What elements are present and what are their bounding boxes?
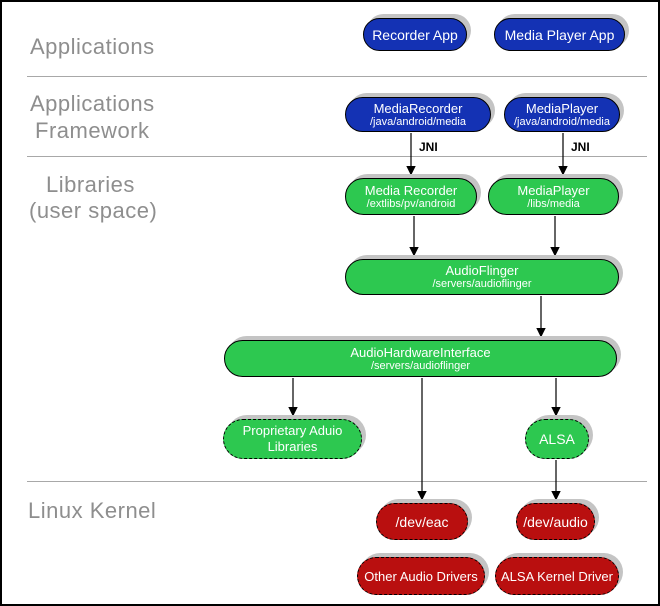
node-title: /dev/audio <box>523 513 588 530</box>
node-subtitle: /servers/audioflinger <box>370 359 471 372</box>
node-subtitle: /libs/media <box>527 197 580 210</box>
layer-label-libraries-line1: Libraries <box>46 172 135 197</box>
node-title: Media Recorder <box>364 182 458 198</box>
node-title: MediaPlayer <box>525 100 599 116</box>
jni-edge-label: JNI <box>419 140 438 154</box>
node-alsa-kernel-driver: ALSA Kernel Driver <box>495 557 619 595</box>
node-mediaplayer-lib: MediaPlayer /libs/media <box>488 178 619 215</box>
node-other-audio-drivers: Other Audio Drivers <box>357 557 485 595</box>
node-subtitle: /extlibs/pv/android <box>366 197 456 210</box>
node-title: ALSA Kernel Driver <box>501 568 613 584</box>
layer-label-framework-line1: Applications <box>30 91 155 116</box>
separator-applications-framework <box>27 76 647 77</box>
node-recorder-app: Recorder App <box>363 18 467 51</box>
separator-libraries-kernel <box>27 481 647 482</box>
node-mediaplayer-framework: MediaPlayer /java/android/media <box>504 97 620 132</box>
layer-label-kernel: Linux Kernel <box>28 498 157 523</box>
node-title: AudioFlinger <box>445 263 519 278</box>
layer-label-framework-line2: Framework <box>35 118 150 143</box>
node-title: /dev/eac <box>395 513 449 530</box>
node-title: ALSA <box>539 431 575 447</box>
node-proprietary-audio-libraries: Proprietary Aduio Libraries <box>223 419 362 459</box>
node-audioflinger: AudioFlinger /servers/audioflinger <box>345 259 619 295</box>
node-subtitle: /java/android/media <box>369 115 466 128</box>
node-subtitle: /servers/audioflinger <box>432 278 532 290</box>
node-dev-audio: /dev/audio <box>516 503 595 540</box>
node-title: Other Audio Drivers <box>364 568 478 584</box>
node-mediarecorder-framework: MediaRecorder /java/android/media <box>345 97 491 132</box>
separator-framework-libraries <box>27 156 647 157</box>
node-title: Media Player App <box>504 26 615 43</box>
layer-label-applications: Applications <box>30 34 155 59</box>
node-dev-eac: /dev/eac <box>376 503 468 540</box>
node-title: MediaPlayer <box>517 182 590 198</box>
node-title: MediaRecorder <box>373 100 463 116</box>
node-title: Proprietary Aduio Libraries <box>242 423 343 454</box>
node-media-player-app: Media Player App <box>494 18 625 51</box>
jni-edge-label: JNI <box>571 140 590 154</box>
node-subtitle: /java/android/media <box>513 115 610 128</box>
node-media-recorder-lib: Media Recorder /extlibs/pv/android <box>345 178 477 215</box>
node-title: AudioHardwareInterface <box>350 344 491 360</box>
layer-label-libraries-line2: (user space) <box>29 198 158 223</box>
node-audiohardwareinterface: AudioHardwareInterface /servers/audiofli… <box>224 340 617 377</box>
node-title: Recorder App <box>372 26 458 43</box>
node-alsa: ALSA <box>525 419 589 459</box>
